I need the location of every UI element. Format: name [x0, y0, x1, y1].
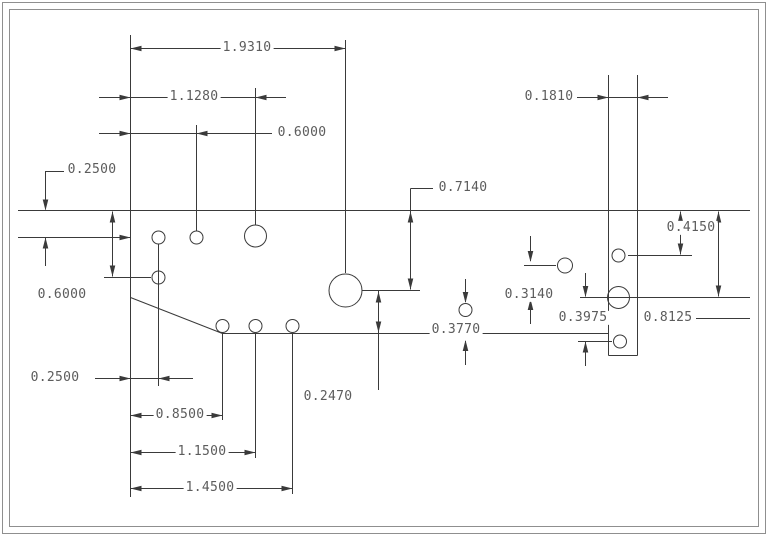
hole-bottom-1 [215, 319, 230, 333]
hole-left-lower [151, 270, 166, 285]
arrowhead [375, 291, 382, 303]
arrowhead [407, 211, 414, 223]
arrowhead [130, 449, 142, 456]
dim-label-top-total: 1.9310 [220, 39, 274, 56]
dim-label-right-lower-inner: 0.3975 [556, 309, 610, 326]
arrowhead [130, 485, 142, 492]
arrowhead [119, 375, 131, 382]
hole-center-large [328, 273, 363, 308]
hole-tab-bottom [613, 334, 627, 349]
arrowhead [255, 94, 267, 101]
dim-label-top-mid: 1.1280 [167, 88, 221, 105]
arrowhead [407, 278, 414, 290]
edge-line-chamfer [130, 297, 223, 334]
hole-tab-middle [607, 286, 630, 309]
arrowhead [119, 130, 131, 137]
dim-label-top-inner: 0.6000 [275, 124, 329, 141]
arrowhead [109, 265, 116, 277]
arrowhead [119, 94, 131, 101]
part-geometry [18, 35, 750, 497]
arrowhead [281, 485, 293, 492]
extension-lines [18, 40, 750, 494]
arrowhead [211, 412, 223, 419]
dim-label-right-lower-outer: 0.8125 [641, 309, 695, 326]
arrowhead [196, 130, 208, 137]
dim-label-bottom-second: 1.1500 [175, 443, 229, 460]
border-rect-inner [9, 9, 759, 527]
dim-label-center-vertical: 0.7140 [436, 179, 490, 196]
arrowheads [42, 45, 722, 492]
dim-label-bottom-offset: 0.2470 [301, 388, 355, 405]
holes [151, 224, 630, 349]
hole-right-small [557, 257, 573, 274]
dim-label-right-upper: 0.4150 [664, 219, 718, 236]
arrowhead [462, 340, 469, 351]
dim-label-top-right: 0.1810 [522, 88, 576, 105]
dim-label-left-mid: 0.6000 [35, 286, 89, 303]
arrowhead [158, 375, 170, 382]
dimension-lines [45, 48, 750, 489]
arrowhead [527, 251, 534, 262]
hole-center-right [458, 303, 473, 317]
arrowhead [462, 292, 469, 303]
arrowhead [677, 243, 684, 255]
dim-label-center-lower: 0.3770 [429, 321, 483, 338]
arrowhead [244, 449, 256, 456]
hole-bottom-2 [248, 319, 263, 333]
arrowhead [119, 234, 131, 241]
hole-tab-top [611, 248, 626, 263]
hole-top-3 [244, 224, 267, 248]
arrowhead [130, 412, 142, 419]
dim-label-right-mid: 0.3140 [502, 286, 556, 303]
hole-bottom-3 [285, 319, 300, 333]
arrowhead [597, 94, 609, 101]
hole-top-1 [151, 230, 166, 245]
dim-label-bottom-first: 0.8500 [153, 406, 207, 423]
arrowhead [582, 286, 589, 297]
dim-label-left-lower: 0.2500 [28, 369, 82, 386]
arrowhead [715, 285, 722, 297]
arrowhead [109, 211, 116, 223]
hole-top-2 [189, 230, 204, 245]
dim-label-bottom-third: 1.4500 [183, 479, 237, 496]
dim-label-left-upper: 0.2500 [65, 161, 119, 178]
arrowhead [334, 45, 346, 52]
arrowhead [42, 199, 49, 211]
arrowhead [375, 321, 382, 333]
arrowhead [42, 237, 49, 249]
arrowhead [130, 45, 142, 52]
arrowhead [637, 94, 649, 101]
arrowhead [582, 341, 589, 353]
